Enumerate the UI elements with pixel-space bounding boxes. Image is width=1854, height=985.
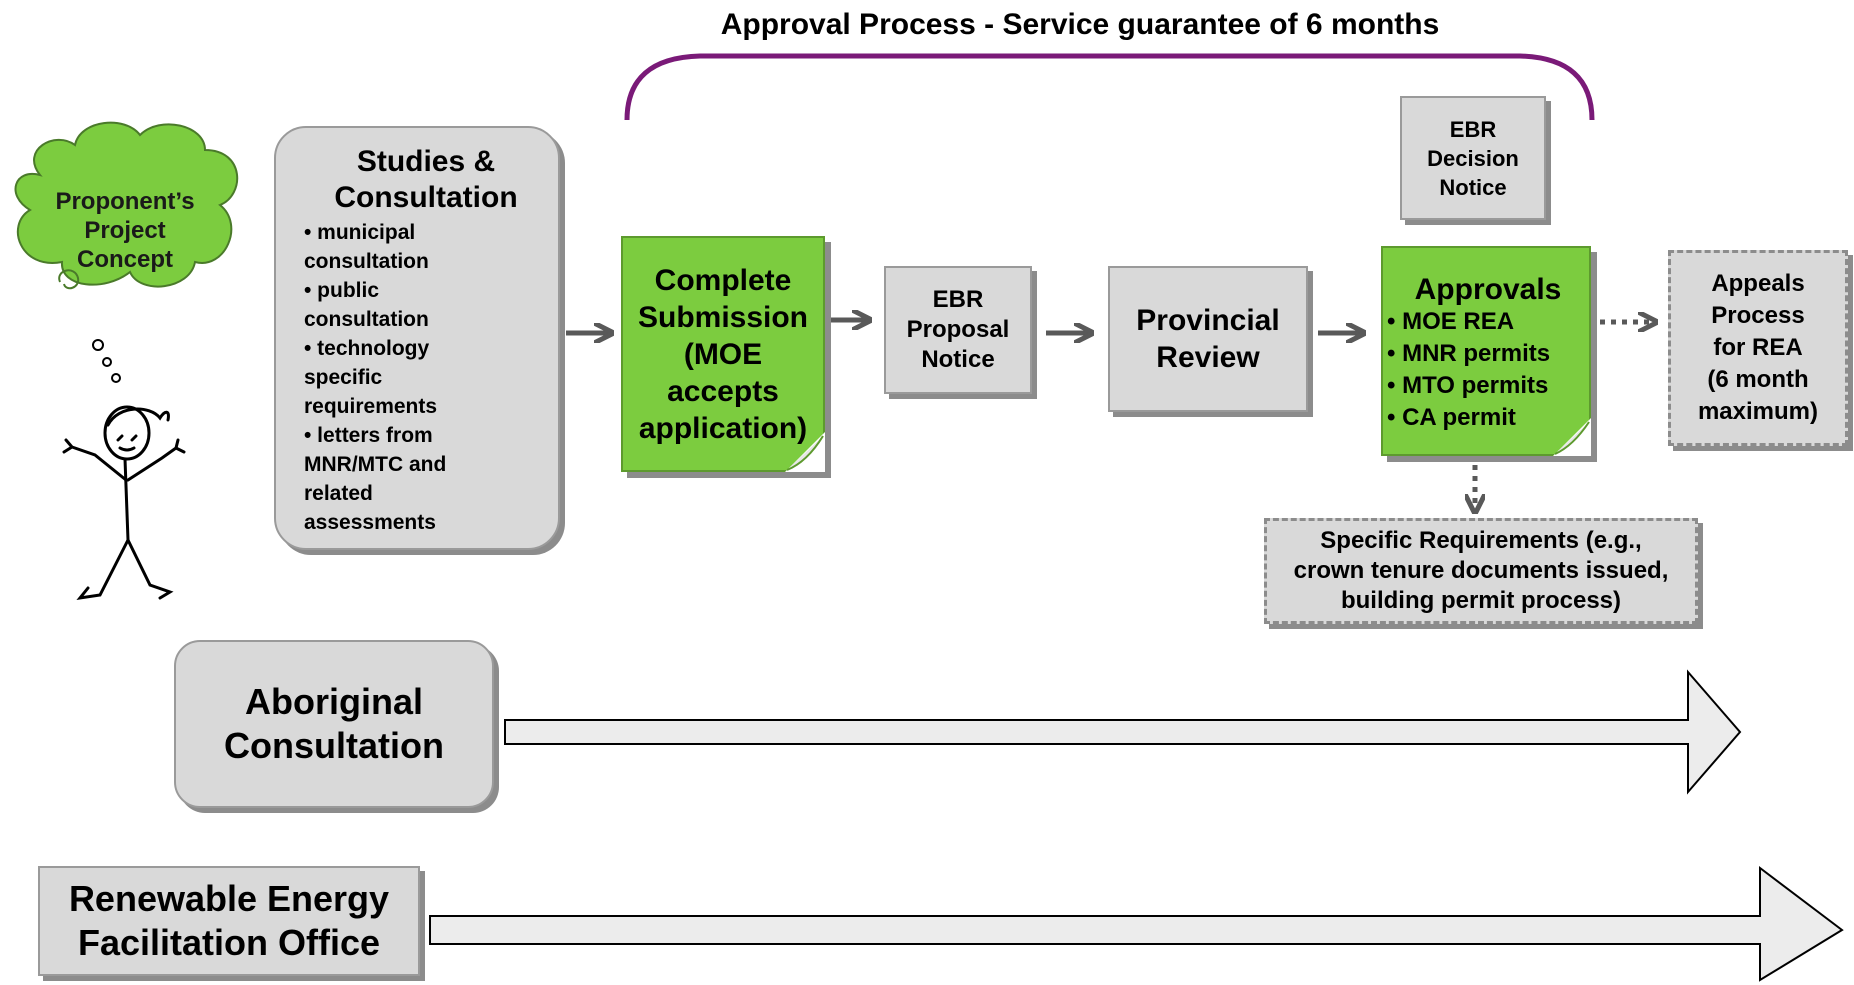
provincial-review-box: Provincial Review — [1108, 266, 1308, 412]
thought-bubble — [111, 373, 121, 383]
submission-line: accepts — [667, 374, 779, 408]
studies-item: • municipal — [304, 221, 416, 244]
studies-consultation-box: Studies & Consultation • municipal consu… — [274, 126, 560, 550]
aboriginal-consultation-box: Aboriginal Consultation — [174, 640, 494, 808]
concept-line: Proponent’s — [55, 187, 195, 215]
project-concept-cloud: Proponent’s Project Concept — [40, 180, 210, 280]
studies-item: specific — [304, 366, 383, 389]
stick-figure — [62, 405, 186, 601]
studies-item: • public — [304, 279, 380, 302]
cloud-swirl — [58, 269, 80, 290]
page-curl-icon — [1553, 418, 1591, 456]
aboriginal-long-arrow — [504, 669, 1742, 795]
approvals-items: • MOE REA • MNR permits • MTO permits • … — [1387, 306, 1589, 434]
ebr-proposal-notice-box: EBR Proposal Notice — [884, 266, 1032, 394]
submission-line: (MOE — [683, 337, 763, 371]
studies-items: • municipal consultation • public consul… — [304, 218, 548, 537]
concept-line: Project — [84, 216, 166, 244]
studies-item: related — [304, 482, 373, 505]
ebr-decision-notice-box: EBR Decision Notice — [1400, 96, 1546, 220]
page-curl-icon — [785, 432, 825, 472]
service-guarantee-brace — [624, 53, 1595, 121]
studies-item: consultation — [304, 308, 429, 331]
approvals-item: • MOE REA — [1387, 308, 1515, 335]
approvals-box: Approvals • MOE REA • MNR permits • MTO … — [1381, 246, 1591, 456]
studies-item: assessments — [304, 511, 436, 534]
studies-item: consultation — [304, 250, 429, 273]
diagram-title: Approval Process - Service guarantee of … — [720, 8, 1440, 41]
submission-line: application) — [638, 411, 808, 445]
thought-bubble — [92, 339, 104, 351]
refo-long-arrow — [429, 865, 1844, 982]
studies-item: • letters from — [304, 424, 433, 447]
approvals-item: • MTO permits — [1387, 372, 1549, 399]
studies-item: • technology — [304, 337, 430, 360]
specific-requirements-box: Specific Requirements (e.g., crown tenur… — [1264, 518, 1698, 624]
complete-submission-box: Complete Submission (MOE accepts applica… — [621, 236, 825, 472]
approvals-item: • MNR permits — [1387, 340, 1551, 367]
refo-box: Renewable Energy Facilitation Office — [38, 866, 420, 976]
studies-item: requirements — [304, 395, 438, 418]
submission-line: Complete — [654, 263, 792, 297]
approvals-title: Approvals — [1414, 273, 1562, 306]
studies-item: MNR/MTC and — [304, 453, 447, 476]
appeals-process-box: Appeals Process for REA (6 month maximum… — [1668, 250, 1848, 446]
studies-title: Studies & Consultation — [334, 145, 518, 214]
submission-line: Submission — [637, 300, 809, 334]
approvals-item: • CA permit — [1387, 404, 1516, 431]
concept-line: Concept — [77, 245, 173, 273]
thought-bubble — [102, 357, 112, 367]
thought-cloud — [14, 121, 239, 288]
